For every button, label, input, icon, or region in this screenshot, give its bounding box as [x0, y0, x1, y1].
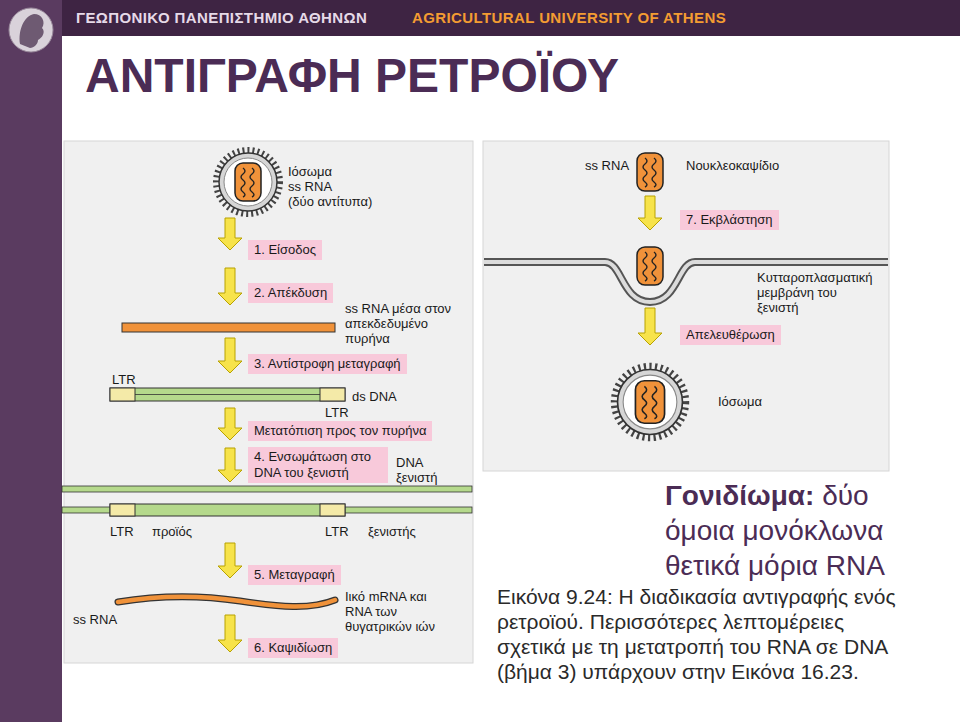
step-box: Απελευθέρωση	[680, 325, 781, 345]
step-label: Μετατόπιση προς τον πυρήνα	[254, 423, 426, 439]
part-label: DNA ξενιστή	[396, 455, 452, 485]
figure-panel	[64, 141, 473, 663]
ds-dna-bar	[110, 388, 345, 401]
step-box: 3. Αντίστροφη μεταγραφή	[248, 354, 407, 374]
part-label: ξενιστής	[368, 524, 416, 539]
step-box: 2. Απέκδυση	[248, 283, 333, 303]
host-dna-bar	[62, 486, 472, 492]
part-label: ds DNA	[352, 389, 397, 404]
part-label: LTR	[110, 524, 134, 539]
part-label: LTR	[325, 524, 349, 539]
genome-note-block: Γονιδίωμα:δύο όμοια μονόκλωνα θετικά μόρ…	[665, 478, 930, 583]
ltr-segment	[320, 388, 345, 401]
step-arrow	[218, 218, 242, 250]
step-label: 4. Ενσωμάτωση στο DNA του ξενιστή	[254, 449, 382, 481]
step-box: 7. Εκβλάστηση	[680, 210, 779, 230]
step-label: Απελευθέρωση	[686, 327, 775, 343]
part-label: ss RNA	[288, 179, 332, 194]
budding-capsid-icon	[637, 247, 663, 285]
part-label: Ιόσωμα	[288, 164, 332, 179]
genome-heading: Γονιδίωμα:	[665, 480, 814, 511]
rna-wave	[118, 597, 335, 607]
step-arrow	[218, 448, 242, 482]
part-label: ss RNA	[73, 612, 117, 627]
rna-wave-outline	[118, 597, 335, 607]
step-label: 7. Εκβλάστηση	[686, 212, 773, 228]
side-band	[0, 0, 62, 722]
part-label: Ιικό mRNA και RNA των θυγατρικών ιών	[345, 589, 437, 634]
step-label: 1. Είσοδος	[254, 242, 316, 258]
header-band	[0, 0, 960, 36]
part-label: LTR	[112, 372, 136, 387]
ltr-segment	[320, 504, 345, 516]
ss-rna-strand	[122, 323, 335, 332]
logo-head	[20, 14, 44, 48]
part-label: (δύο αντίτυπα)	[288, 194, 372, 209]
step-box: 5. Μεταγραφή	[248, 565, 341, 585]
step-arrow	[218, 408, 242, 440]
step-arrow	[218, 543, 242, 578]
part-label: Κυτταροπλασματική μεμβράνη του ξενιστή	[757, 270, 881, 315]
step-arrow	[218, 615, 242, 652]
step-box: 6. Καψιδίωση	[248, 638, 338, 658]
slide-title: ΑΝΤΙΓΡΑΦΗ ΡΕΤΡΟΪΟΥ	[85, 52, 619, 100]
step-label: 3. Αντίστροφη μεταγραφή	[254, 356, 401, 372]
step-arrow	[638, 196, 662, 230]
virion-icon	[216, 150, 280, 214]
virion-icon	[614, 366, 686, 438]
ltr-segment	[110, 504, 135, 516]
step-label: 5. Μεταγραφή	[254, 567, 335, 583]
university-logo	[9, 8, 53, 52]
nucleocapsid-icon	[637, 153, 663, 191]
part-label: LTR	[325, 405, 349, 420]
part-label: Ιόσωμα	[718, 394, 762, 409]
ltr-segment	[110, 388, 135, 401]
header-text: ΓΕΩΠΟΝΙΚΟ ΠΑΝΕΠΙΣΤΗΜΙΟ ΑΘΗΝΩΝ	[76, 9, 367, 27]
ds-dna-midline	[110, 394, 345, 395]
step-arrow	[218, 338, 242, 373]
step-box: 1. Είσοδος	[248, 240, 322, 260]
part-label: ss RNA μέσα στον απεκδεδυμένο πυρήνα	[345, 301, 463, 346]
step-box: 4. Ενσωμάτωση στο DNA του ξενιστή	[248, 447, 388, 483]
figure-caption: Εικόνα 9.24: Η διαδικασία αντιγραφής ενό…	[497, 584, 915, 684]
step-arrow	[638, 308, 662, 345]
part-label: Νουκλεοκαψίδιο	[686, 158, 779, 173]
step-arrow	[218, 268, 242, 305]
figure-panel	[483, 141, 889, 471]
part-label: προϊός	[152, 524, 192, 539]
step-label: 6. Καψιδίωση	[254, 640, 332, 656]
part-label: ss RNA	[585, 158, 629, 173]
provirus-bar	[110, 504, 345, 516]
step-label: 2. Απέκδυση	[254, 285, 327, 301]
header-text: AGRICULTURAL UNIVERSITY OF ATHENS	[412, 9, 726, 27]
step-box: Μετατόπιση προς τον πυρήνα	[248, 421, 432, 441]
